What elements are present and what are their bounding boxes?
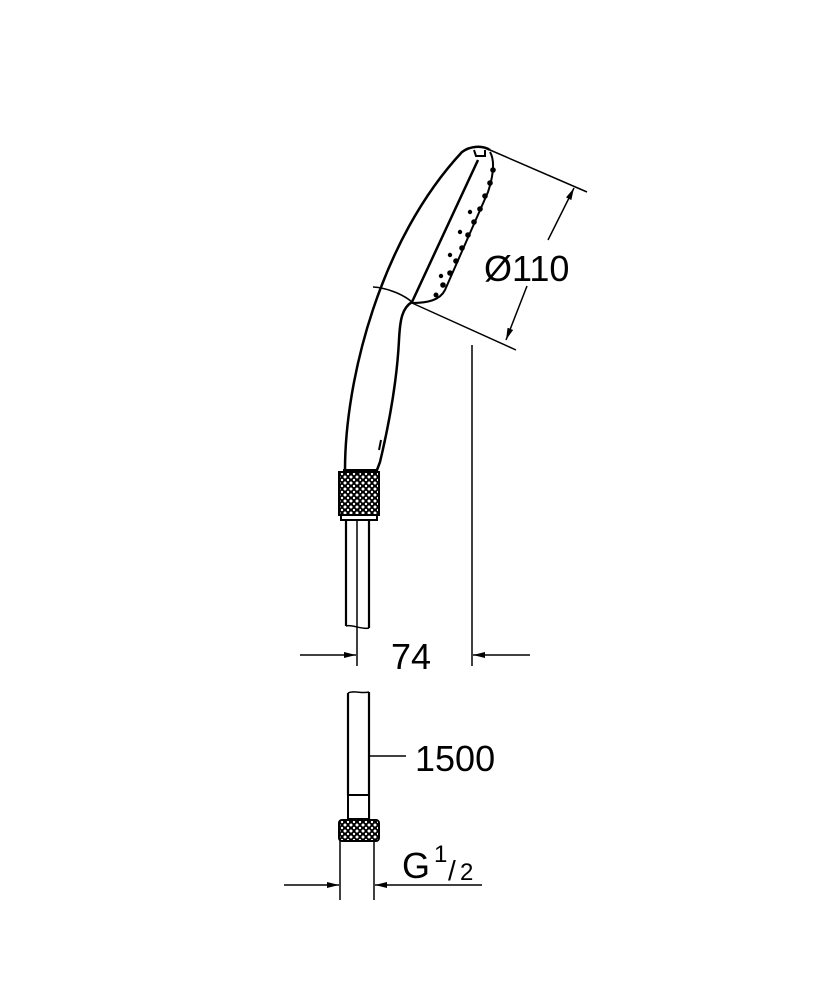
thread-dimension: G 1 / 2	[284, 841, 482, 888]
lower-nut	[338, 819, 380, 900]
upper-nut	[338, 471, 380, 521]
depth-label: 74	[391, 636, 431, 677]
hose-lower: 1500	[346, 691, 495, 820]
thread-slash: /	[448, 855, 456, 886]
thread-denominator: 2	[460, 859, 473, 886]
hose-length-label: 1500	[415, 738, 495, 779]
thread-label: G	[402, 845, 430, 886]
shower-head	[343, 145, 496, 471]
depth-dimension: 74	[300, 636, 530, 677]
spray-nozzles	[433, 167, 496, 298]
thread-numerator: 1	[434, 841, 447, 868]
diameter-dimension: Ø110	[411, 149, 588, 351]
diameter-label: Ø110	[484, 248, 569, 289]
